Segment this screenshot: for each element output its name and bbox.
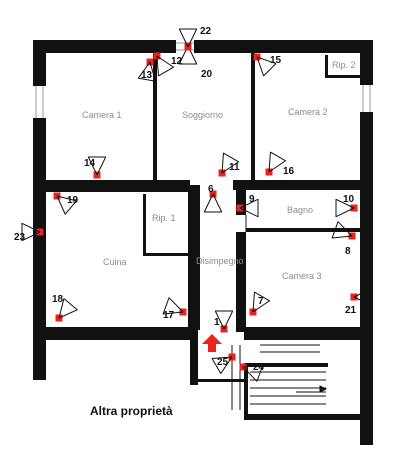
- outer-walls: [33, 40, 373, 445]
- sensor-label: 25: [217, 357, 229, 368]
- sensor-label: 6: [208, 184, 214, 195]
- sensor-label: 18: [52, 294, 64, 305]
- camera-sensor-icon: [87, 156, 107, 179]
- camera-sensor-icon: [350, 287, 373, 307]
- camera-sensor-icon: [265, 151, 287, 176]
- doors: [188, 191, 247, 301]
- sensor-label: 1: [214, 317, 220, 328]
- sensor-label: 22: [200, 26, 212, 37]
- sensor-label: 12: [171, 56, 183, 67]
- room-label-cucina: Cuina: [103, 257, 127, 267]
- camera-sensor-icon: [178, 28, 198, 51]
- camera-sensor-icon: [214, 310, 234, 333]
- camera-sensor-icon: [239, 363, 264, 382]
- room-label-camera-2: Camera 2: [288, 107, 328, 117]
- outside-label: Altra proprietà: [90, 404, 173, 418]
- sensor-label: 16: [283, 166, 295, 177]
- room-label-soggiorno: Soggiorno: [182, 110, 224, 120]
- room-label-bagno: Bagno: [287, 205, 314, 215]
- camera-sensor-icon: [331, 221, 356, 240]
- camera-sensor-icon: [335, 198, 358, 218]
- stairs: [231, 344, 328, 410]
- sensor-label: 23: [14, 232, 26, 243]
- camera-sensor-icon: [153, 52, 175, 77]
- camera-sensor-icon: [21, 222, 44, 242]
- sensor-label: 17: [163, 310, 175, 321]
- camera-sensor-icon: [137, 58, 156, 82]
- entrance-arrow-icon: [202, 334, 222, 352]
- camera-sensor-icon: [253, 53, 277, 77]
- sensor-label: 24: [253, 362, 265, 373]
- sensor-label: 9: [249, 194, 255, 205]
- sensor-label: 7: [258, 296, 264, 307]
- camera-sensor-icon: [55, 298, 78, 322]
- camera-sensor-icon: [249, 291, 271, 316]
- interior-walls: [44, 53, 360, 420]
- room-label-camera-1: Camera 1: [82, 110, 122, 120]
- camera-sensor-icon: [211, 353, 236, 375]
- camera-sensor-icon: [203, 190, 223, 213]
- sensor-label: 15: [270, 55, 282, 66]
- sensor-label: 19: [67, 195, 79, 206]
- camera-sensor-icon: [162, 297, 187, 316]
- sensor-label: 8: [345, 246, 351, 257]
- camera-sensor-icon: [236, 198, 259, 218]
- sensor-label: 21: [345, 305, 357, 316]
- room-label-camera-3: Camera 3: [282, 271, 322, 281]
- sensor-label: 20: [201, 69, 213, 80]
- room-label-disimpegno: Disimpegno: [196, 256, 244, 266]
- sensor-label: 11: [229, 162, 240, 173]
- sensor-label: 14: [84, 158, 96, 169]
- sensor-layer: [21, 28, 373, 382]
- camera-sensor-icon: [218, 152, 240, 177]
- room-label-rip-1: Rip. 1: [152, 213, 176, 223]
- sensor-label: 13: [141, 70, 153, 81]
- sensor-label: 10: [343, 194, 355, 205]
- room-label-rip-2: Rip. 2: [332, 60, 356, 70]
- camera-sensor-icon: [53, 192, 77, 215]
